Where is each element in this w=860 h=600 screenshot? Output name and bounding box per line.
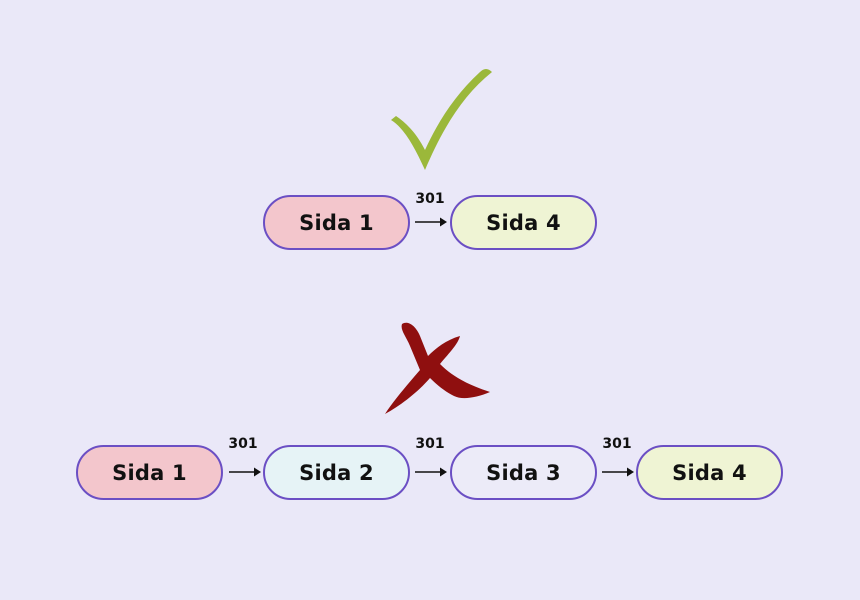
arrow-right-icon — [415, 217, 447, 227]
bad-chain-node-3: Sida 3 — [450, 445, 597, 500]
node-label: Sida 2 — [299, 460, 374, 485]
bad-chain-node-2: Sida 2 — [263, 445, 410, 500]
checkmark-icon — [391, 69, 492, 170]
redirect-code: 301 — [415, 436, 445, 452]
arrow-right-icon — [229, 467, 261, 477]
node-label: Sida 4 — [672, 460, 747, 485]
redirect-code: 301 — [602, 436, 632, 452]
node-label: Sida 3 — [486, 460, 561, 485]
node-label: Sida 4 — [486, 210, 561, 235]
good-chain-node-end: Sida 4 — [450, 195, 597, 250]
cross-icon — [385, 322, 490, 414]
bad-chain-node-1: Sida 1 — [76, 445, 223, 500]
arrow-right-icon — [602, 467, 634, 477]
node-label: Sida 1 — [112, 460, 187, 485]
node-label: Sida 1 — [299, 210, 374, 235]
good-chain-node-start: Sida 1 — [263, 195, 410, 250]
arrow-right-icon — [415, 467, 447, 477]
bad-chain-node-4: Sida 4 — [636, 445, 783, 500]
redirect-code: 301 — [228, 436, 258, 452]
redirect-code: 301 — [415, 191, 445, 207]
